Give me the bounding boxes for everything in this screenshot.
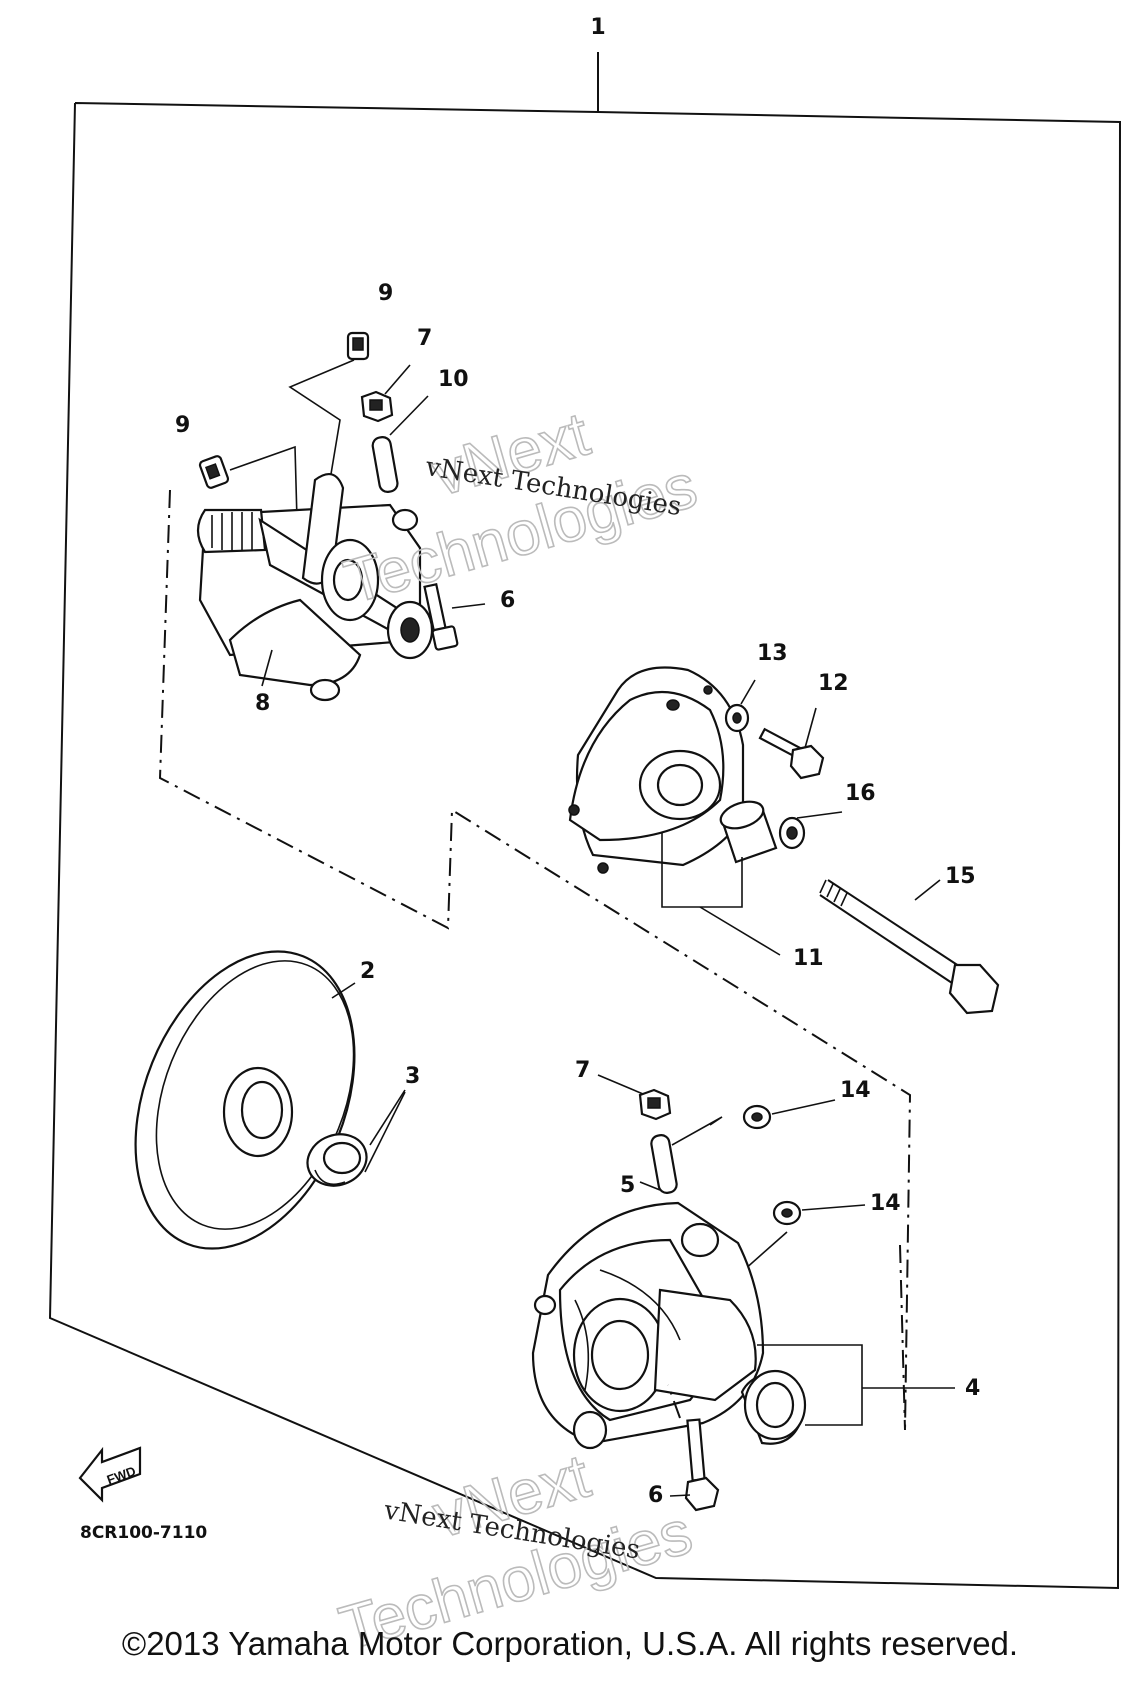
part-10-pin: 10	[371, 367, 469, 493]
part-15-long-bolt: 15	[819, 864, 1000, 1015]
part-6-upper-bolt: 6	[423, 583, 515, 651]
callout-6a: 6	[500, 588, 515, 613]
part-16-washer: 16	[778, 781, 876, 850]
part-14-washer-lower: 14	[734, 1191, 901, 1279]
callout-16: 16	[845, 781, 876, 806]
part-7-lower-nut: 7	[575, 1058, 672, 1121]
callout-14b: 14	[870, 1191, 901, 1216]
callout-3: 3	[405, 1064, 420, 1089]
callout-5: 5	[620, 1173, 635, 1198]
assembly-dashdot-outline	[158, 489, 912, 1431]
assembly-ref-label: 1	[590, 15, 605, 40]
part-4-sheave-housing	[531, 1201, 765, 1450]
callout-14a: 14	[840, 1078, 871, 1103]
part-9-left-weight: 9	[175, 413, 298, 521]
fwd-direction-arrow: FWD	[78, 1446, 142, 1503]
callout-13: 13	[757, 641, 788, 666]
part-3-ring: 3	[306, 1064, 420, 1187]
part-9-upper-weight: 9	[288, 281, 393, 481]
part-7-upper-nut: 7	[360, 326, 432, 423]
callout-6b: 6	[648, 1483, 663, 1508]
part-5-pin: 5	[620, 1116, 723, 1198]
part-14-washer-upper: 14	[742, 1078, 871, 1130]
callout-7a: 7	[417, 326, 432, 351]
part-11-cover-plate	[568, 666, 745, 874]
callout-2: 2	[360, 959, 375, 984]
callout-10: 10	[438, 367, 469, 392]
callout-8: 8	[255, 691, 270, 716]
callout-7b: 7	[575, 1058, 590, 1083]
callout-11: 11	[793, 946, 824, 971]
part-2-sheave-disc: 2	[134, 950, 375, 1250]
part-11-bushing: 11	[661, 800, 824, 971]
part-12-bolt: 12	[758, 671, 849, 780]
callout-4: 4	[965, 1376, 980, 1401]
callout-9b: 9	[175, 413, 190, 438]
callout-12: 12	[818, 671, 849, 696]
copyright-notice: ©2013 Yamaha Motor Corporation, U.S.A. A…	[121, 1625, 1019, 1662]
part-8-spider-assembly: 8	[196, 473, 434, 716]
part-4-bushing: 4	[740, 1344, 980, 1445]
part-6-lower-bolt: 6	[648, 1384, 720, 1512]
assembly-frame: 1	[48, 15, 1122, 1590]
part-13-washer: 13	[724, 641, 788, 733]
diagram-code: 8CR100-7110	[80, 1523, 207, 1543]
callout-15: 15	[945, 864, 976, 889]
callout-9a: 9	[378, 281, 393, 306]
